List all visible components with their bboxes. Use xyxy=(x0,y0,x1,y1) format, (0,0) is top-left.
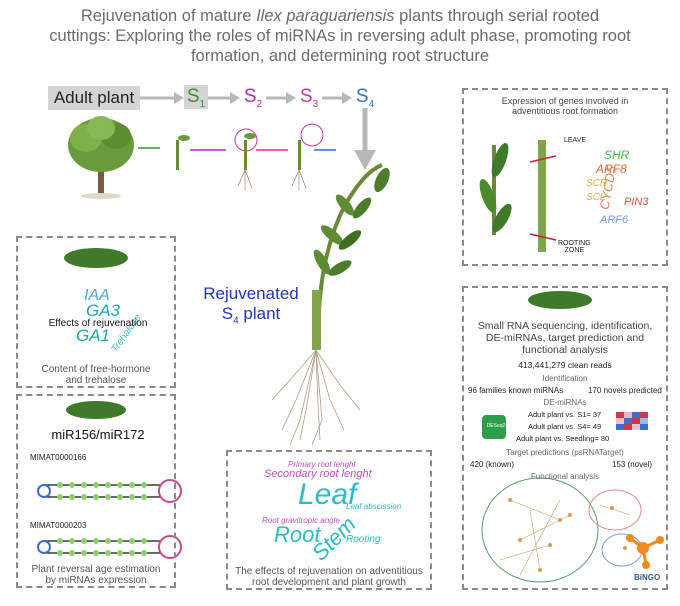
caption-line: The effects of rejuvenation on adventiti… xyxy=(235,566,423,577)
rejuvenated-subscript: 4 xyxy=(233,315,239,327)
title-line: Small RNA sequencing, identification, xyxy=(477,320,653,332)
gene-arf8: ARF8 xyxy=(596,162,627,176)
bingo-label: BiNGO xyxy=(634,573,661,582)
adult-plant-label: Adult plant xyxy=(48,86,140,110)
title-line: Expression of genes involved in xyxy=(501,96,629,106)
cuttings-illustration xyxy=(138,123,336,190)
adult-plant-text: Adult plant xyxy=(53,88,135,107)
word-root: Root xyxy=(274,522,321,547)
stage-number: 4 xyxy=(368,98,375,110)
comparison-3: Adult plant vs. Seedling= 80 xyxy=(516,434,610,443)
comparison-1: Adult plant vs. S1= 37 xyxy=(528,410,602,419)
gene-pin3: PIN3 xyxy=(624,196,649,208)
rejuvenated-text: Rejuvenated xyxy=(203,284,299,303)
stage-letter: S xyxy=(186,86,200,107)
label-line: ROOTING xyxy=(558,240,591,247)
mirna-title: miR156/miR172 xyxy=(51,427,145,442)
caption-line: by miRNAs expression xyxy=(45,575,147,586)
target-predictions-label: Target predictions (psRNATarget) xyxy=(506,448,624,457)
title-line: functional analysis xyxy=(522,344,608,356)
mirna-caption: Plant reversal age estimation by miRNAs … xyxy=(18,564,174,586)
title-text: plants through serial rooted xyxy=(394,7,600,25)
rejuvenated-text: plant xyxy=(238,304,281,323)
genes-box: Expression of genes involved in adventit… xyxy=(462,88,668,266)
stage-number: 1 xyxy=(199,98,206,110)
rooting-zone-label: ROOTING ZONE xyxy=(558,240,591,254)
mirna-id-1: MIMAT0000166 xyxy=(30,453,87,462)
known-mirnas: 96 families known miRNAs xyxy=(468,386,564,395)
word-rooting: Rooting xyxy=(346,534,381,545)
comparison-2: Adult plant vs. S4= 49 xyxy=(528,422,602,431)
title-text: cuttings: Exploring the roles of miRNAs … xyxy=(49,27,631,45)
gene-scr: SCR xyxy=(586,178,608,189)
srna-title: Small RNA sequencing, identification, DE… xyxy=(464,320,666,356)
stage-s4: S4 xyxy=(352,85,378,117)
stage-letter: S xyxy=(355,86,369,107)
targets-known: 420 (known) xyxy=(470,460,515,469)
stage-s3: S3 xyxy=(296,85,322,117)
word-primary-root: Primary root lenght xyxy=(288,460,356,469)
deseq-label: DESeq2 xyxy=(486,423,506,429)
mirna-id-2: MIMAT0000203 xyxy=(30,521,87,530)
hormone-center-label: Effects of rejuvenation xyxy=(48,318,148,329)
word-gravitropic: Root gravitropic angle xyxy=(262,516,340,525)
title-text: formation, and determining root structur… xyxy=(190,47,490,65)
stage-number: 3 xyxy=(312,98,319,110)
word-secondary-root: Secondary root lenght xyxy=(264,468,372,480)
caption-line: Plant reversal age estimation xyxy=(31,564,161,575)
title-line: adventitious root formation xyxy=(511,106,619,116)
effects-caption: The effects of rejuvenation on adventiti… xyxy=(228,566,430,588)
rejuvenated-text: S xyxy=(221,304,234,323)
title-line: DE-miRNAs, target prediction and xyxy=(485,332,645,344)
adult-tree-illustration xyxy=(68,116,134,199)
bingo-logo xyxy=(626,534,664,569)
leave-label: LEAVE xyxy=(564,137,587,144)
leaf-icon xyxy=(66,401,126,419)
label-line: ZONE xyxy=(564,247,585,254)
word-leaf: Leaf xyxy=(298,478,357,511)
page-title: Rejuvenation of mature Ilex paraguariens… xyxy=(20,6,660,66)
functional-analysis-label: Functional analysis xyxy=(530,472,600,481)
gene-shr: SHR xyxy=(604,148,630,162)
leaf-icon xyxy=(528,291,592,309)
rejuvenated-label: Rejuvenated S4 plant xyxy=(196,284,306,331)
mirna-hairpin-2 xyxy=(37,535,182,559)
novel-mirnas: 170 novels predicted xyxy=(588,386,662,395)
gene-scl: SCL xyxy=(586,192,606,203)
mirna-hairpin-1 xyxy=(37,479,182,503)
effects-box: Primary root lenght Secondary root lengh… xyxy=(226,450,432,590)
caption-line: Content of free-hormone xyxy=(41,364,151,375)
stage-letter: S xyxy=(243,86,257,107)
timeline-arrows xyxy=(140,92,376,170)
srna-box: Small RNA sequencing, identification, DE… xyxy=(462,286,668,590)
hormone-caption: Content of free-hormone and trehalose xyxy=(18,364,174,386)
de-mirnas-label: DE-miRNAs xyxy=(543,398,587,407)
word-ga1: GA1 xyxy=(76,326,111,345)
targets-novel: 153 (novel) xyxy=(612,460,653,469)
s4-plant-illustration xyxy=(271,163,390,446)
mirna-box: miR156/miR172 MIMAT0000166 MIMAT0000203 … xyxy=(16,394,176,588)
species-name: Ilex paraguariensis xyxy=(256,7,395,25)
gene-arf6: ARF6 xyxy=(600,214,629,226)
clean-reads: 413,441,279 clean reads xyxy=(518,360,612,370)
title-text: Rejuvenation of mature xyxy=(80,7,257,25)
deseq-logo xyxy=(482,415,506,439)
genes-title: Expression of genes involved in adventit… xyxy=(464,96,666,116)
caption-line: and trehalose xyxy=(65,375,127,386)
heatmap-icon xyxy=(616,412,648,430)
leaf-icon xyxy=(64,248,128,268)
word-ga3: GA3 xyxy=(86,301,121,320)
stage-number: 2 xyxy=(256,98,263,110)
hormone-box: IAA GA3 GA1 Trehalose Effects of rejuven… xyxy=(16,236,176,388)
stage-letter: S xyxy=(299,86,313,107)
word-leaf-abscission: Leaf abscission xyxy=(346,502,402,511)
caption-line: root development and plant growth xyxy=(252,577,406,588)
stage-s1: S1 xyxy=(184,85,208,110)
identification-label: Identification xyxy=(542,374,588,383)
stage-s2: S2 xyxy=(240,85,266,117)
word-iaa: IAA xyxy=(84,287,110,304)
cutting-illustration xyxy=(479,140,557,252)
